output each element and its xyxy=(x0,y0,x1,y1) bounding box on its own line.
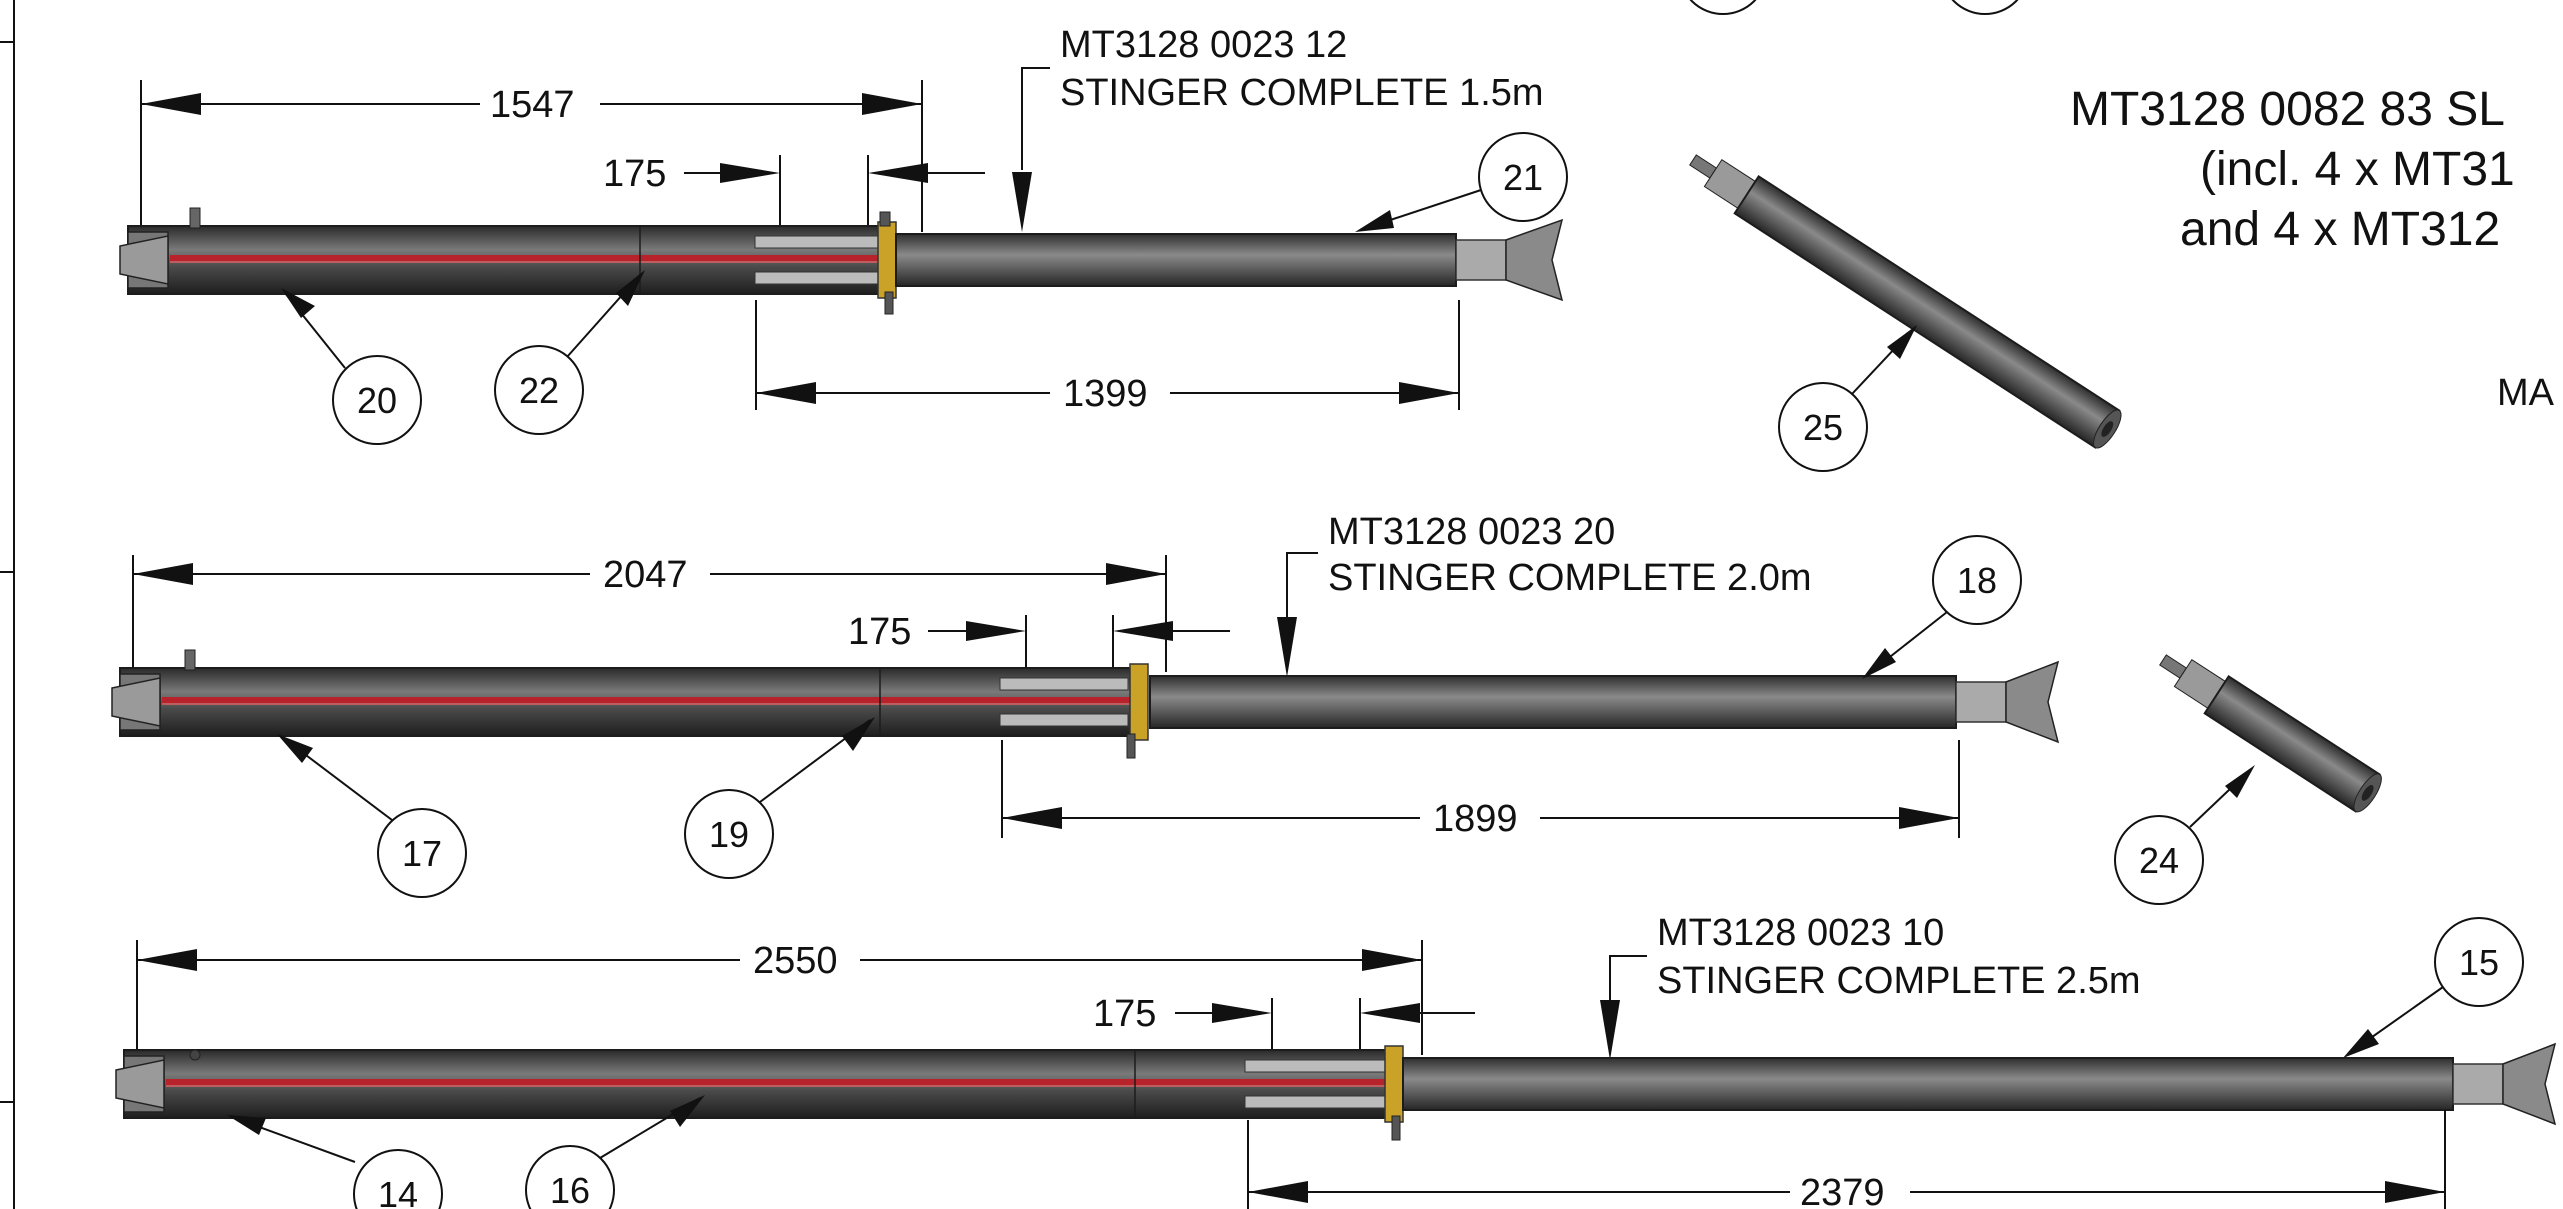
part-number: MT3128 0023 20 xyxy=(1328,511,1615,553)
balloon-body: 17 xyxy=(402,833,442,874)
dim-stinger: 1899 xyxy=(1433,798,1518,840)
part-description: STINGER COMPLETE 2.0m xyxy=(1328,557,1812,599)
title-line-3: and 4 x MT312 xyxy=(2180,203,2500,256)
part-description: STINGER COMPLETE 1.5m xyxy=(1060,72,1544,114)
balloon-inner: 16 xyxy=(550,1170,590,1209)
spare-rod-short: 24 xyxy=(2114,654,2382,905)
dim-overall: 2550 xyxy=(753,940,838,982)
dim-overall: 2047 xyxy=(603,554,688,596)
dim-offset: 175 xyxy=(1093,993,1156,1035)
part-number: MT3128 0023 10 xyxy=(1657,912,1944,954)
part-number: MT3128 0023 12 xyxy=(1060,24,1347,66)
part-description: STINGER COMPLETE 2.5m xyxy=(1657,960,2141,1002)
title-line-1: MT3128 0082 83 SL xyxy=(2070,83,2505,136)
balloon-spare-rod-short: 24 xyxy=(2139,840,2179,881)
dim-offset: 175 xyxy=(848,611,911,653)
dim-offset: 175 xyxy=(603,153,666,195)
sheet-border xyxy=(0,0,15,1209)
section-label: MA xyxy=(2497,372,2555,414)
assembly-stinger-2-5m: 2550 175 MT3128 0023 10 STINGER COMPLETE… xyxy=(115,912,2557,1209)
balloon-inner: 19 xyxy=(709,814,749,855)
spare-rod-long: 25 xyxy=(1689,154,2122,472)
dim-overall: 1547 xyxy=(490,84,575,126)
dim-stinger: 1399 xyxy=(1063,373,1148,415)
title-block: MT3128 0082 83 SL (incl. 4 x MT31 and 4 … xyxy=(2070,83,2555,414)
balloon-tip: 15 xyxy=(2459,942,2499,983)
title-line-2: (incl. 4 x MT31 xyxy=(2200,143,2515,196)
balloon-inner: 22 xyxy=(519,370,559,411)
balloon-body: 14 xyxy=(378,1174,418,1209)
assembly-stinger-2-0m: 2047 175 MT3128 0023 20 STINGER COMPLETE… xyxy=(111,511,2060,898)
cropped-balloons xyxy=(1689,0,2019,15)
balloon-tip: 21 xyxy=(1503,157,1543,198)
assembly-stinger-1-5m: 1547 175 MT3128 0023 12 STINGER COMPLETE… xyxy=(119,24,1568,445)
balloon-body: 20 xyxy=(357,380,397,421)
balloon-tip: 18 xyxy=(1957,560,1997,601)
dim-stinger: 2379 xyxy=(1800,1172,1885,1209)
balloon-spare-rod-long: 25 xyxy=(1803,407,1843,448)
